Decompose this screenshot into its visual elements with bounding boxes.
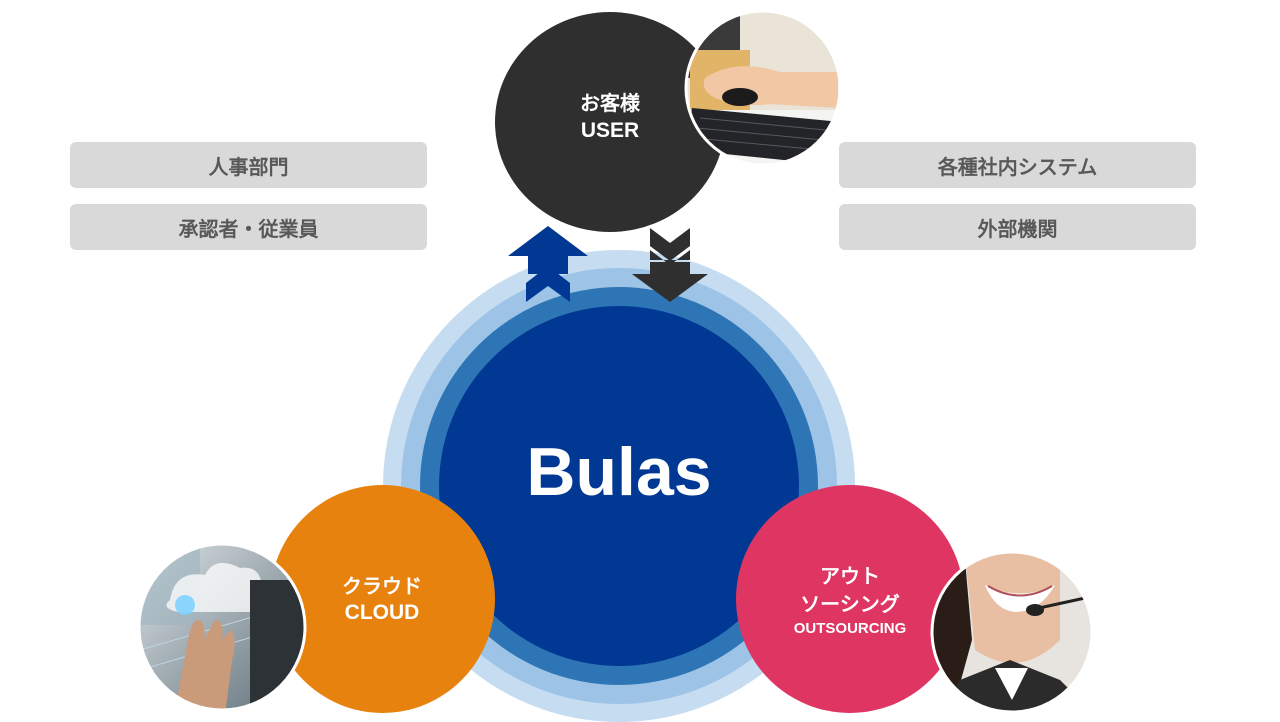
outsourcing-circle	[736, 485, 964, 713]
outsourcing-label-en: OUTSOURCING	[793, 620, 907, 637]
outsourcing-label-jp-2: ソーシング	[800, 592, 900, 616]
cloud-label-jp: クラウド	[342, 574, 422, 598]
tag-external-agencies: 外部機関	[839, 204, 1196, 250]
tag-internal-systems: 各種社内システム	[839, 142, 1196, 188]
cloud-label-en: CLOUD	[344, 601, 420, 624]
user-circle	[495, 12, 725, 232]
tag-hr-department: 人事部門	[70, 142, 427, 188]
outsourcing-label-jp-1: アウト	[820, 564, 880, 588]
user-label-en: USER	[580, 119, 640, 142]
cloud-circle	[270, 485, 495, 713]
bulas-title: Bulas	[526, 434, 712, 510]
tag-approver-employee: 承認者・従業員	[70, 204, 427, 250]
user-label-jp: お客様	[580, 91, 640, 115]
